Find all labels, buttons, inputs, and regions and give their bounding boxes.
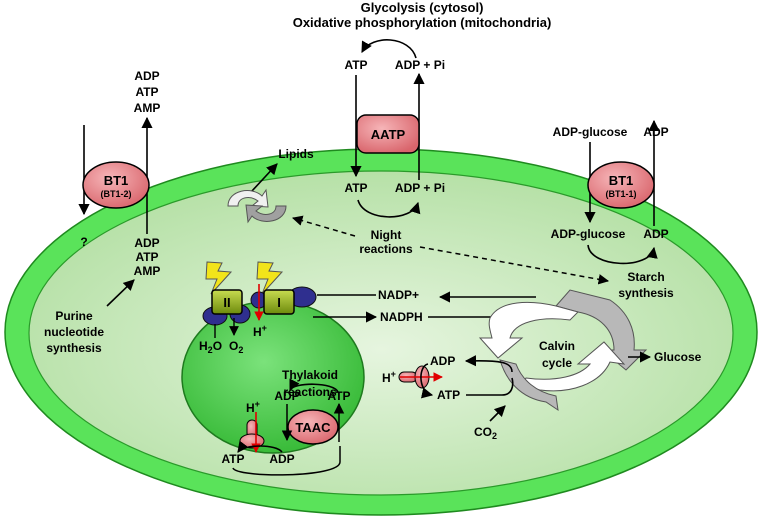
bt1-left-unknown: ? <box>80 235 87 249</box>
light-icon <box>205 261 233 295</box>
psi-label: I <box>277 295 281 310</box>
calvin-to-adp-arrow <box>464 355 513 373</box>
bt1-left-in-adp: ADP <box>134 236 159 250</box>
night-to-lipids-dashed <box>291 215 356 237</box>
glucose-label: Glucose <box>654 350 702 364</box>
bt1-left-out-amp: AMP <box>134 101 161 115</box>
aatp-bottom-adp: ADP + Pi <box>395 181 445 195</box>
oxphos-label: Oxidative phosphorylation (mitochondria) <box>293 15 552 30</box>
bt1-left-label: BT1 <box>104 173 129 188</box>
synth-atp-label: ATP <box>437 388 460 402</box>
hplus-synth-label: H+ <box>382 369 396 385</box>
light-icon <box>256 261 284 295</box>
photosystem-ii <box>211 289 243 315</box>
lumen-atp-label: ATP <box>221 452 244 466</box>
psii-label: II <box>223 295 230 310</box>
bt1-right-label: BT1 <box>609 173 634 188</box>
calvin-label-1: Calvin <box>539 339 575 353</box>
nadp-plus-label: NADP+ <box>378 288 419 302</box>
aatp-bottom-atp: ATP <box>344 181 367 195</box>
aatp-transporter <box>356 114 420 154</box>
bt1-left-sublabel: (BT1-2) <box>101 189 132 199</box>
hplus-ps-label: H+ <box>253 323 267 339</box>
starch-label-2: synthesis <box>618 286 674 300</box>
starch-label-1: Starch <box>627 270 664 284</box>
co2-label: CO2 <box>474 425 497 441</box>
nadph-label: NADPH <box>380 310 423 324</box>
lipids-arrow <box>250 163 278 193</box>
calvin-cycle-arrows <box>478 289 648 412</box>
synth-adp-label: ADP <box>430 354 455 368</box>
purine-label-1: Purine <box>55 309 93 323</box>
bt1-right-in-adpglc: ADP-glucose <box>551 227 626 241</box>
lumen-adp-label: ADP <box>269 452 294 466</box>
bt1-left-transporter <box>82 161 150 209</box>
starch-cycle-arrow <box>587 244 658 265</box>
purine-label-3: synthesis <box>46 341 102 355</box>
thyl-atp-label: ATP <box>327 389 350 403</box>
aatp-top-adp: ADP + Pi <box>395 58 445 72</box>
thyl-adp-label: ADP <box>274 389 299 403</box>
night-label-1: Night <box>371 228 402 242</box>
bt1-left-out-atp: ATP <box>135 85 158 99</box>
bt1-left-in-atp: ATP <box>135 250 158 264</box>
glycolysis-label: Glycolysis (cytosol) <box>361 0 484 15</box>
calvin-label-2: cycle <box>542 356 572 370</box>
lipids-label: Lipids <box>278 147 314 161</box>
night-label-2: reactions <box>359 242 413 256</box>
co2-arrow <box>489 405 506 422</box>
purine-arrow <box>106 279 135 307</box>
atp-to-calvin-arrow <box>466 377 514 396</box>
bt1-right-sublabel: (BT1-1) <box>606 189 637 199</box>
h2o-label: H2O <box>199 339 222 355</box>
bt1-right-out-adp: ADP <box>643 125 668 139</box>
aatp-label: AATP <box>371 127 406 142</box>
night-cycle-icon <box>227 188 287 224</box>
purine-label-2: nucleotide <box>44 325 104 339</box>
bt1-left-in-amp: AMP <box>134 264 161 278</box>
aatp-top-atp: ATP <box>344 58 367 72</box>
hplus-thyl-label: H+ <box>246 399 260 415</box>
thylakoid-label-1: Thylakoid <box>282 368 338 382</box>
bt1-right-out-adpglc: ADP-glucose <box>553 125 628 139</box>
night-to-starch-dashed <box>419 246 610 285</box>
photosystem-i <box>263 289 295 315</box>
thyl-cycle-arrow <box>289 378 339 393</box>
o2-label: O2 <box>229 339 243 355</box>
bt1-right-in-adp: ADP <box>643 227 668 241</box>
stroma-atp-use-arrow <box>357 199 421 218</box>
cytosol-cycle-arrow <box>361 39 417 59</box>
lumen-cycle-arrow <box>237 440 283 453</box>
taac-transporter <box>287 409 339 445</box>
synth-cycle-arrow <box>420 363 434 399</box>
taac-label: TAAC <box>295 420 331 435</box>
bt1-right-transporter <box>587 161 655 209</box>
lumen-atp-export <box>232 446 341 476</box>
bt1-left-out-adp: ADP <box>134 69 159 83</box>
